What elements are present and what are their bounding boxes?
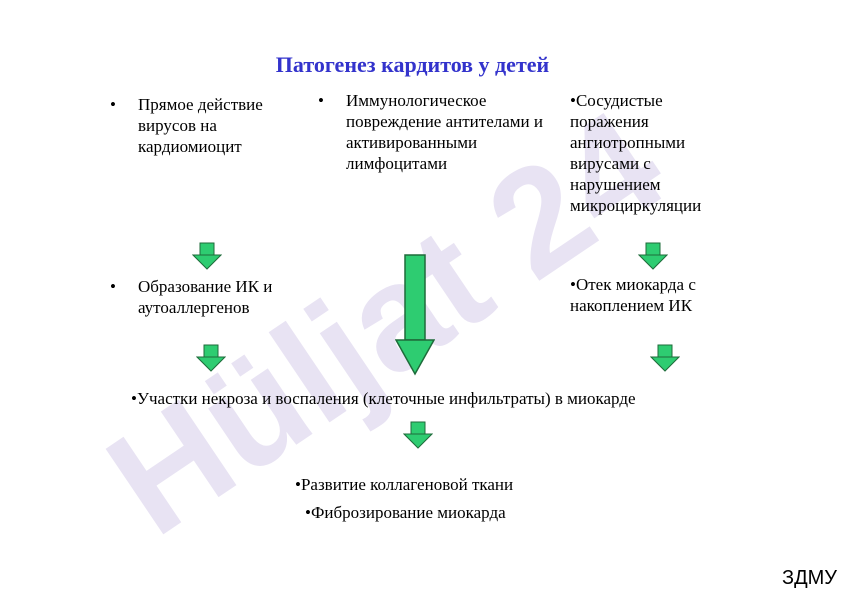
- arrow-down-small: [638, 242, 668, 270]
- bullet-edema: •Отек миокарда с накоплением ИК: [570, 275, 696, 315]
- bullet-immune-damage-text: Иммунологическое повреждение антителами …: [346, 91, 543, 173]
- bullet-direct-virus-text: Прямое действие вирусов на кардиомиоцит: [138, 95, 263, 156]
- bullet-collagen: •Развитие коллагеновой ткани: [295, 475, 514, 494]
- arrow-down-small: [196, 344, 226, 372]
- bullet-vascular-damage: •Сосудистые поражения ангиотропными виру…: [570, 91, 702, 215]
- arrow-down-small: [403, 421, 433, 449]
- bullet-direct-virus: • Прямое действие вирусов на кардиомиоци…: [110, 94, 308, 157]
- bullet-necrosis: •Участки некроза и воспаления (клеточные…: [131, 389, 636, 408]
- bullet-marker: •: [318, 91, 324, 110]
- bullet-immune-damage: • Иммунологическое повреждение антителам…: [318, 90, 546, 174]
- bullet-marker: •: [110, 277, 116, 296]
- footer-label: ЗДМУ: [782, 567, 837, 589]
- bullet-immune-complexes: • Образование ИК и аутоаллергенов: [110, 276, 338, 318]
- arrow-down-small: [192, 242, 222, 270]
- page-title: Патогенез кардитов у детей: [275, 52, 550, 77]
- arrow-down-small: [650, 344, 680, 372]
- bullet-fibrosis: •Фиброзирование миокарда: [305, 503, 506, 522]
- bullet-marker: •: [110, 95, 116, 114]
- arrow-down-large: [395, 254, 435, 376]
- bullet-immune-complexes-text: Образование ИК и аутоаллергенов: [138, 277, 273, 317]
